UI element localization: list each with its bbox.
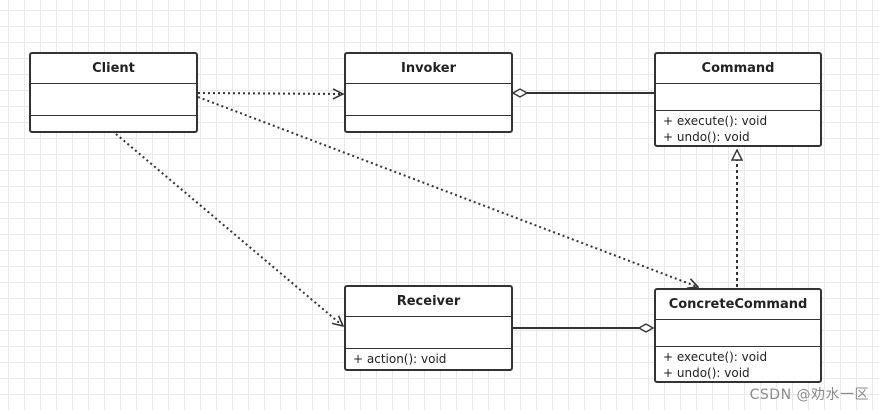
- watermark: CSDN @劝水一区: [749, 387, 869, 403]
- class-attributes: [31, 84, 196, 116]
- class-name: Client: [31, 54, 196, 84]
- aggregation-diamond: [637, 323, 655, 333]
- method-execute: + execute(): void: [663, 114, 768, 128]
- class-receiver: Receiver + action(): void: [344, 285, 513, 371]
- class-concrete-command: ConcreteCommand + execute(): void + undo…: [654, 288, 822, 383]
- method-undo: + undo(): void: [663, 366, 750, 380]
- client-receiver-dependency: [115, 133, 343, 326]
- class-attributes: [656, 320, 820, 347]
- class-name: Command: [656, 54, 820, 84]
- class-name: Invoker: [346, 54, 511, 84]
- class-methods: [31, 116, 196, 131]
- class-command: Command + execute(): void + undo(): void: [654, 52, 822, 147]
- class-name: Receiver: [346, 287, 511, 317]
- client-concretecommand-dependency: [197, 96, 698, 287]
- method-undo: + undo(): void: [663, 130, 750, 144]
- class-methods: + execute(): void + undo(): void: [656, 111, 820, 145]
- class-attributes: [346, 317, 511, 349]
- class-invoker: Invoker: [344, 52, 513, 133]
- method-action: + action(): void: [353, 352, 447, 366]
- class-methods: + action(): void: [346, 349, 511, 369]
- class-attributes: [656, 84, 820, 111]
- class-client: Client: [29, 52, 198, 133]
- class-attributes: [346, 84, 511, 116]
- client-invoker-dependency: [197, 93, 343, 94]
- class-methods: + execute(): void + undo(): void: [656, 347, 820, 381]
- class-methods: [346, 116, 511, 131]
- method-execute: + execute(): void: [663, 350, 768, 364]
- class-name: ConcreteCommand: [656, 290, 820, 320]
